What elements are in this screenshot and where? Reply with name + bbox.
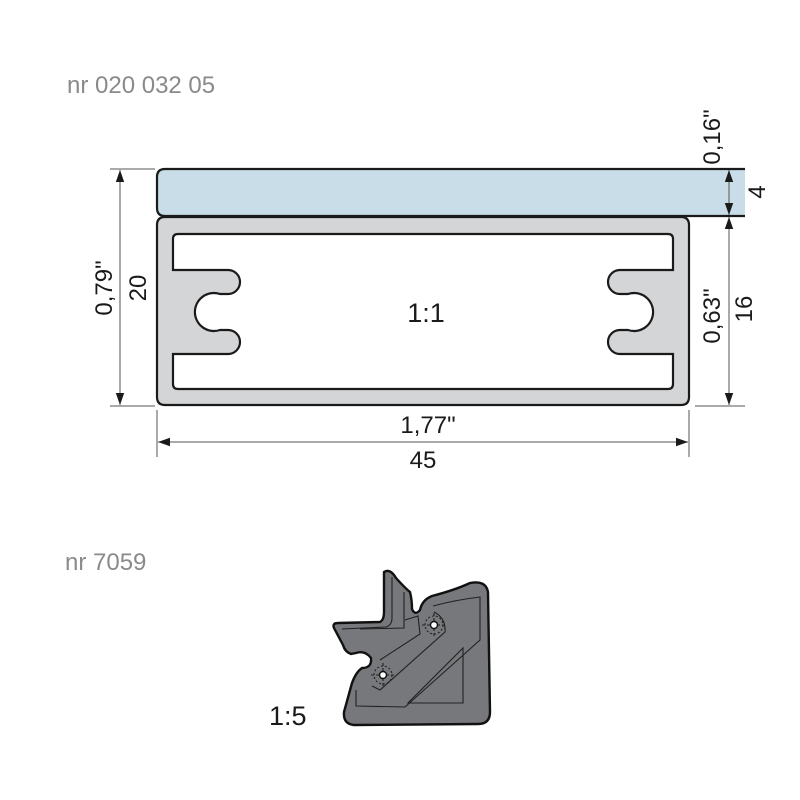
profile-article-number: nr 020 032 05: [67, 72, 215, 99]
corner-article-number: nr 7059: [65, 549, 146, 576]
profile-scale-label: 1:1: [407, 298, 445, 328]
width-mm: 45: [410, 447, 437, 474]
glass-inches: 0,16": [699, 109, 726, 164]
corner-connector: [332, 569, 492, 727]
glass-mm: 4: [744, 185, 771, 198]
height-mm: 20: [125, 275, 152, 302]
channel-depth-dimension: 0,63" 16: [695, 217, 758, 407]
glass-panel: [155, 167, 745, 218]
channel-mm: 16: [731, 296, 758, 323]
height-inches: 0,79": [91, 260, 118, 315]
width-inches: 1,77": [400, 412, 455, 439]
height-dimension: 0,79" 20: [91, 168, 155, 407]
aluminium-profile: [155, 215, 691, 407]
channel-inches: 0,63": [699, 288, 726, 343]
glass-thickness-dimension: 0,16" 4: [699, 109, 771, 215]
corner-scale-label: 1:5: [269, 701, 307, 731]
width-dimension: 1,77" 45: [156, 410, 690, 474]
screw-hole-icon: [378, 670, 388, 680]
screw-hole-icon: [429, 620, 439, 630]
